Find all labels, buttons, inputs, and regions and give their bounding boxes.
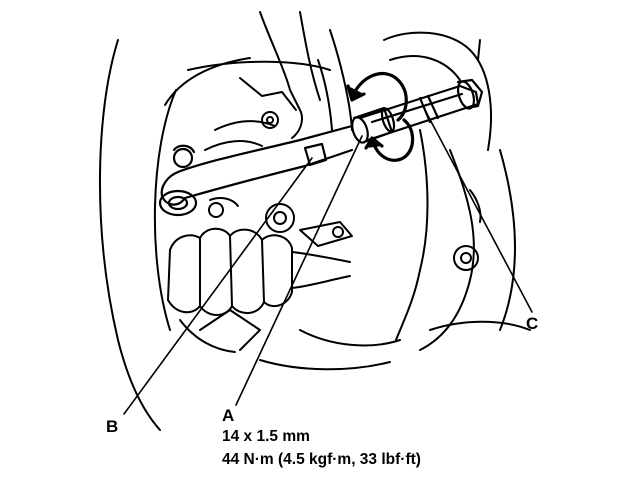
thread-spec: 14 x 1.5 mm: [222, 428, 310, 445]
leader-b: [123, 157, 313, 415]
strut-assembly: [383, 31, 531, 351]
torque-spec: 44 N·m (4.5 kgf·m, 33 lbf·ft): [222, 451, 421, 468]
adjuster-socket: [351, 106, 396, 144]
wheel-outline: [99, 39, 331, 431]
leader-a: [235, 135, 363, 406]
leader-lines: [123, 111, 533, 415]
rotation-arrows: [346, 71, 415, 162]
cv-boot: [167, 227, 351, 316]
control-arm: [158, 124, 354, 217]
callout-b: B: [106, 417, 119, 436]
callout-c: C: [526, 314, 539, 333]
hub-hardware: [179, 197, 401, 371]
callout-a: A: [222, 406, 235, 425]
steering-knuckle: [204, 11, 353, 151]
leader-c: [425, 111, 533, 313]
